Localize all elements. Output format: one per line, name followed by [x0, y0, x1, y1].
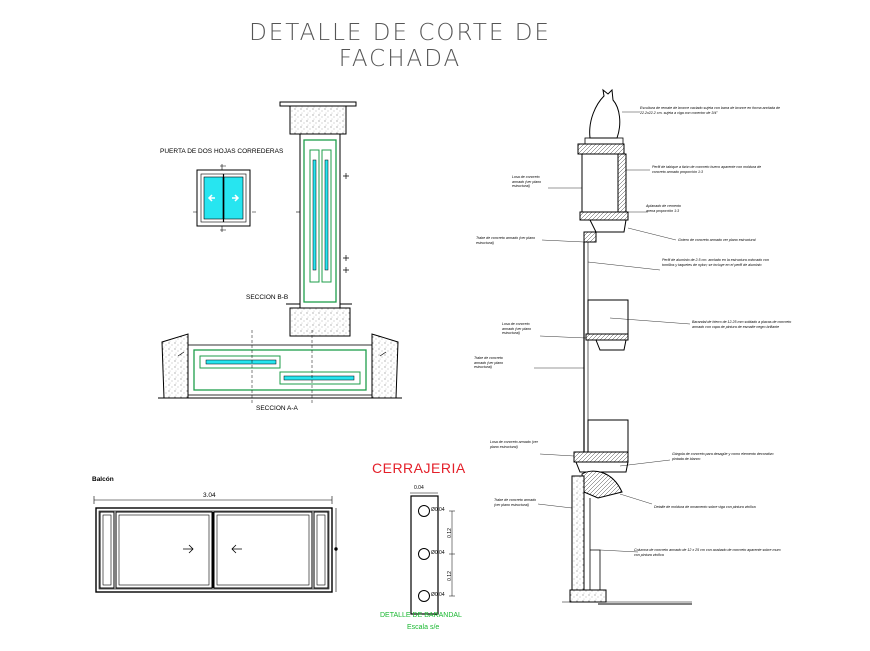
- railing-scale: Escala s/e: [407, 624, 440, 631]
- railing-detail: [410, 492, 455, 615]
- door-elevation: [193, 164, 256, 232]
- drawing-title: DETALLE DE CORTE DE FACHADA: [230, 20, 570, 72]
- door-plan-label: PUERTA DE DOS HOJAS CORREDERAS: [160, 148, 284, 155]
- title-line-1: DETALLE DE CORTE DE: [249, 20, 551, 46]
- balcony-label: Balcón: [92, 476, 114, 483]
- note-beam-1: Trabe de concreto armado (ver plano estr…: [476, 236, 536, 245]
- note-cornice: Aplanado de cemento arena proporción 1:3: [646, 204, 681, 213]
- railing-diameter-2: Ø0.04: [431, 550, 445, 556]
- note-gutter: Gotero de concreto armado ver plano estr…: [678, 238, 756, 242]
- section-b-b: [279, 101, 357, 337]
- note-slab-4: Losa de concreto armado (ver plano estru…: [490, 440, 538, 449]
- facade-section: [534, 88, 692, 605]
- note-profile-top: Perfil de tabique a tizón de concreto hu…: [652, 165, 762, 174]
- note-sculpture: Escultura de remate de bronce vaciado su…: [640, 106, 781, 115]
- railing-diameter-3: Ø0.04: [431, 592, 445, 598]
- note-ornament: Detalle de moldura de ornamento sobre vi…: [654, 505, 756, 509]
- note-gargoyle: Gárgola de concreto para desagüe y como …: [672, 452, 774, 461]
- title-line-2: FACHADA: [338, 46, 462, 72]
- railing-top-dim: 0.04: [414, 485, 424, 491]
- note-beam-3: Trabe de concreto armado (ver plano estr…: [494, 498, 537, 507]
- note-slab-1: Losa de concreto armado (ver plano estru…: [512, 175, 542, 189]
- note-slab-3: Losa de concreto armado (ver plano estru…: [502, 322, 532, 336]
- railing-heading: CERRAJERIA: [372, 460, 466, 476]
- section-a-a-label: SECCION A-A: [256, 405, 298, 412]
- note-column: Columna de concreto armado de 12 x 25 cm…: [634, 548, 781, 557]
- note-window-profile: Perfil de aluminio de 2.5 cm. anclado en…: [662, 258, 769, 267]
- section-a-a: [158, 330, 402, 404]
- note-beam-2: Trabe de concreto armado (ver plano estr…: [474, 356, 504, 370]
- balcony-plan: [93, 496, 338, 593]
- balcony-width-dim: 3.04: [203, 492, 216, 499]
- railing-detail-title: DETALLE DE BARANDAL: [380, 612, 462, 619]
- railing-diameter-1: Ø0.04: [431, 507, 445, 513]
- note-railing: Barandal de hierro de 12.25 mm soldado a…: [692, 320, 792, 329]
- railing-spacing-1: 0.12: [446, 528, 453, 538]
- railing-spacing-2: 0.12: [446, 571, 453, 581]
- section-b-b-label: SECCION B-B: [246, 294, 289, 301]
